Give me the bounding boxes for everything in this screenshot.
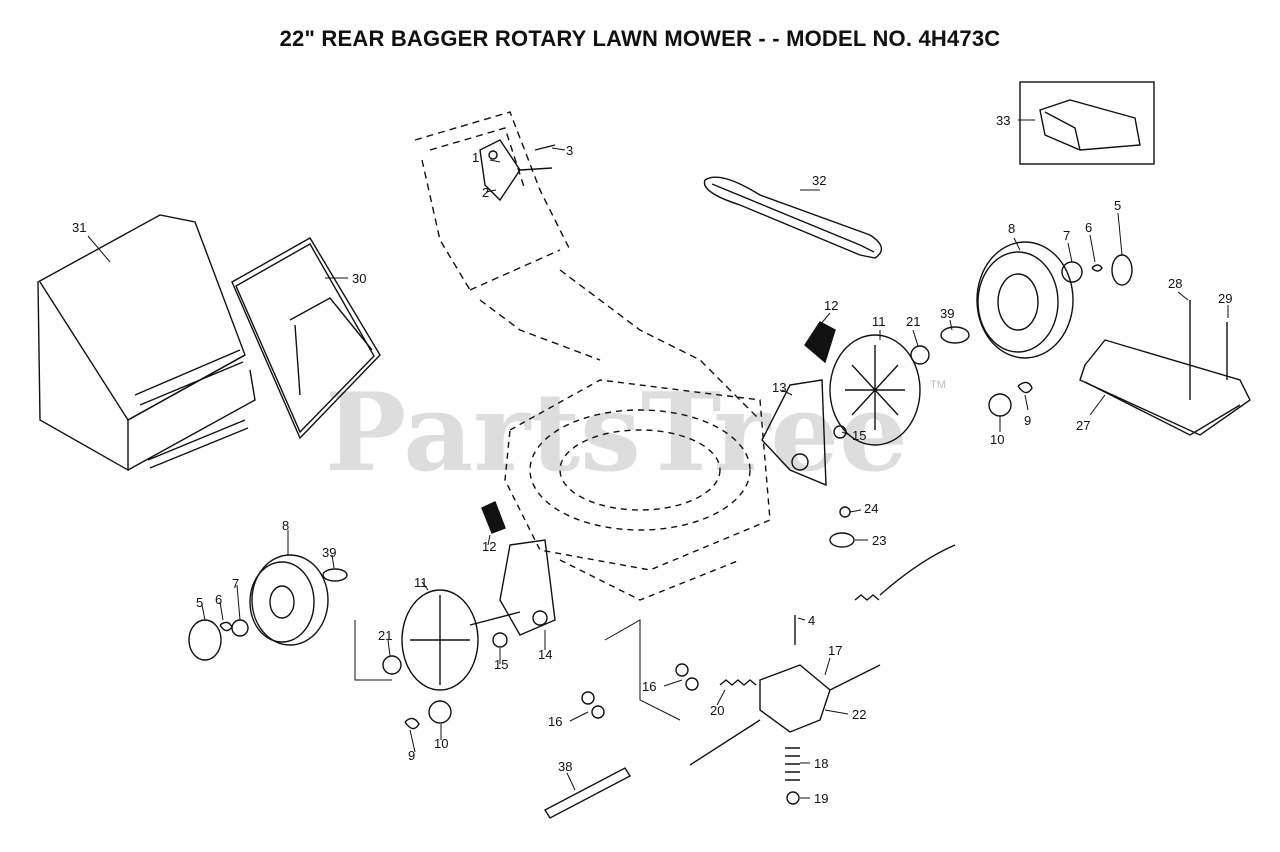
wheel-rear-right[interactable]	[976, 241, 1074, 359]
callout-39-left: 39	[322, 545, 336, 560]
callout-8-left: 8	[282, 518, 289, 533]
cable-spring[interactable]	[854, 594, 880, 601]
handle-bracket[interactable]	[479, 139, 556, 202]
spring-18[interactable]	[785, 747, 800, 781]
wheel-cover-right[interactable]	[829, 334, 921, 446]
lever-knob-left[interactable]	[481, 501, 506, 534]
grass-bag[interactable]	[37, 214, 256, 472]
nut-16-d[interactable]	[685, 677, 699, 691]
callout-22: 22	[852, 707, 866, 722]
callout-11-left: 11	[414, 575, 428, 590]
drive-cable[interactable]	[879, 544, 956, 596]
clip-6-left[interactable]	[219, 621, 233, 632]
callout-38: 38	[558, 759, 572, 774]
washer-7-right[interactable]	[1061, 261, 1083, 283]
nut-15-right[interactable]	[833, 425, 847, 439]
callout-3: 3	[566, 143, 573, 158]
callout-9-right: 9	[1024, 413, 1031, 428]
callout-12-left: 12	[482, 539, 496, 554]
wheel-front-left[interactable]	[249, 554, 329, 646]
drive-belt[interactable]	[703, 176, 883, 259]
callout-33: 33	[996, 113, 1010, 128]
callout-28: 28	[1168, 276, 1182, 291]
wheel-cover-left[interactable]	[401, 589, 479, 691]
callout-21-right: 21	[906, 314, 920, 329]
callout-9-left: 9	[408, 748, 415, 763]
washer-7-left[interactable]	[231, 619, 249, 637]
callout-14: 14	[538, 647, 552, 662]
callout-29: 29	[1218, 291, 1232, 306]
nut-24[interactable]	[839, 506, 851, 518]
nut-15-left[interactable]	[492, 632, 508, 648]
callout-12-right: 12	[824, 298, 838, 313]
callout-5-right: 5	[1114, 198, 1121, 213]
watermark-tm: TM	[930, 379, 946, 391]
callout-6-right: 6	[1085, 220, 1092, 235]
leader-lines	[87, 119, 1229, 799]
rear-shield[interactable]	[1079, 339, 1251, 436]
gear-10-right[interactable]	[988, 393, 1012, 417]
callout-15-right: 15	[852, 428, 866, 443]
callout-19: 19	[814, 791, 828, 806]
discharge-chute[interactable]	[1019, 81, 1155, 165]
callout-16-left: 16	[548, 714, 562, 729]
callout-15-left: 15	[494, 657, 508, 672]
watermark: PartsTree	[325, 370, 908, 496]
nut-16-b[interactable]	[591, 705, 605, 719]
callout-4: 4	[808, 613, 815, 628]
hubcap-5-left[interactable]	[188, 619, 222, 661]
bushing-39-left[interactable]	[322, 568, 348, 582]
height-adjuster-right[interactable]	[761, 379, 827, 487]
callout-13: 13	[772, 380, 786, 395]
callout-7-right: 7	[1063, 228, 1070, 243]
callout-21-left: 21	[378, 628, 392, 643]
callout-2: 2	[482, 185, 489, 200]
diagram-title: 22" REAR BAGGER ROTARY LAWN MOWER - - MO…	[279, 26, 1001, 51]
transmission[interactable]	[689, 664, 881, 766]
callout-8-right: 8	[1008, 221, 1015, 236]
bag-frame[interactable]	[231, 237, 381, 440]
clip-9-right[interactable]	[1017, 381, 1033, 394]
nut-16-c[interactable]	[675, 663, 689, 677]
callout-7-left: 7	[232, 576, 239, 591]
callout-6-left: 6	[215, 592, 222, 607]
bushing-39-right[interactable]	[940, 326, 970, 344]
height-adjuster-left[interactable]	[469, 539, 556, 636]
gear-10-left[interactable]	[428, 700, 452, 724]
axle-rod[interactable]	[544, 767, 631, 819]
callout-1: 1	[472, 150, 479, 165]
callout-5-left: 5	[196, 595, 203, 610]
washer-21-left[interactable]	[382, 655, 402, 675]
callout-labels: 1 2 3 4 5 5 6 6 7 7 8 8 9 9 10 10 11 11 …	[72, 113, 1232, 806]
mower-deck	[504, 379, 771, 601]
spring-20[interactable]	[719, 679, 757, 686]
callout-30: 30	[352, 271, 366, 286]
washer-21-right[interactable]	[910, 345, 930, 365]
nut-19[interactable]	[786, 791, 800, 805]
callout-32: 32	[812, 173, 826, 188]
nut-16-a[interactable]	[581, 691, 595, 705]
pulley-23[interactable]	[829, 532, 855, 548]
mower-handle	[414, 111, 761, 421]
callout-18: 18	[814, 756, 828, 771]
hubcap-5-right[interactable]	[1111, 254, 1133, 286]
callout-39-right: 39	[940, 306, 954, 321]
callout-31: 31	[72, 220, 86, 235]
callout-11-right: 11	[872, 314, 886, 329]
callout-17: 17	[828, 643, 842, 658]
callout-20: 20	[710, 703, 724, 718]
clip-9-left[interactable]	[404, 717, 420, 730]
clip-6-right[interactable]	[1091, 264, 1103, 272]
callout-10-right: 10	[990, 432, 1004, 447]
callout-10-left: 10	[434, 736, 448, 751]
callout-24: 24	[864, 501, 878, 516]
callout-27: 27	[1076, 418, 1090, 433]
callout-16-right: 16	[642, 679, 656, 694]
callout-23: 23	[872, 533, 886, 548]
lever-knob-right[interactable]	[804, 321, 836, 364]
